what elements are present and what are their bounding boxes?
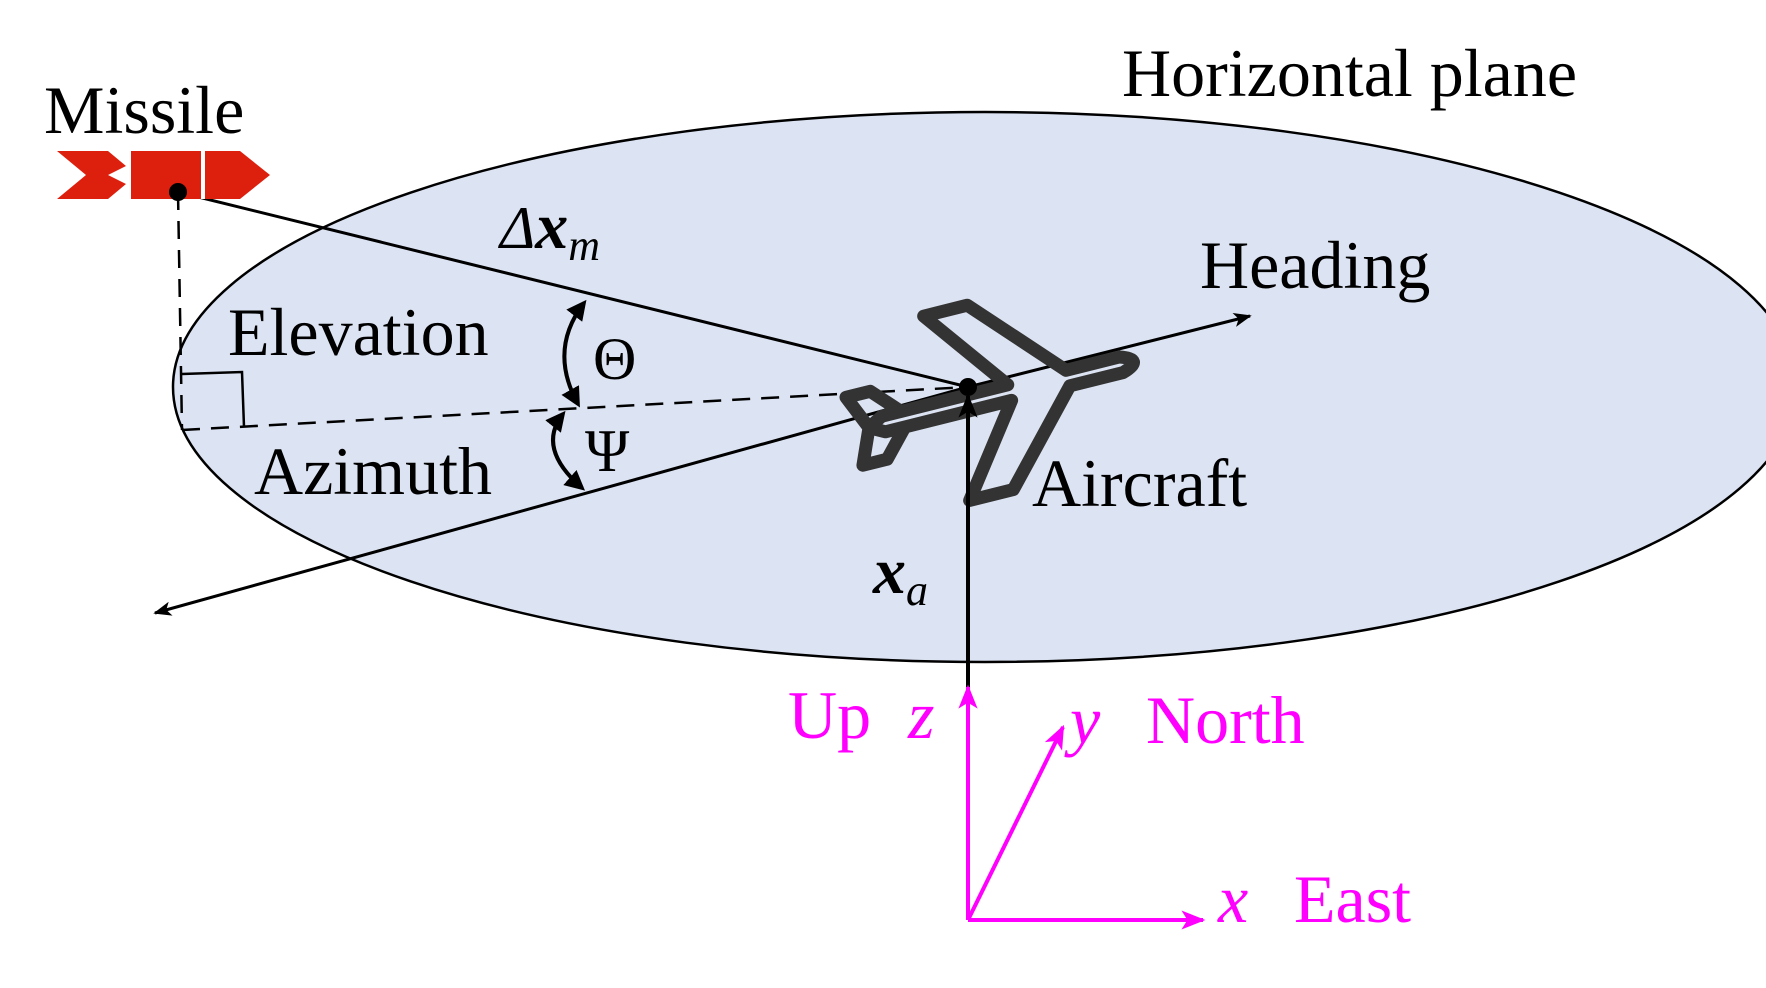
aircraft-label: Aircraft [1032,445,1247,521]
delta-x-m-label: Δxm [498,190,600,270]
aircraft-point [959,378,977,396]
right-angle-marker [181,370,246,428]
missile-label: Missile [44,72,244,148]
heading-axis-forward [967,312,1252,389]
azimuth-angle-arc [545,410,586,491]
missile-icon [57,151,270,199]
elevation-label: Elevation [228,294,489,370]
north-axis [966,724,1065,921]
horizontal-plane-label: Horizontal plane [1122,35,1577,111]
psi-symbol: Ψ [585,418,630,484]
horizontal-projection-line [181,385,969,432]
theta-symbol: Θ [593,326,636,392]
x-a-label: xa [872,535,928,615]
elevation-angle-arc [561,299,587,408]
x-axis-label: x [1217,861,1248,937]
azimuth-label: Azimuth [254,433,492,509]
airplane-icon [839,298,1140,507]
missile-point [169,183,187,201]
missile-vertical-projection [176,191,184,431]
z-axis-label: z [907,677,934,753]
heading-label: Heading [1200,227,1430,303]
up-label: Up [788,677,871,753]
heading-axis-backward [153,385,969,616]
north-label: North [1146,682,1305,758]
east-label: East [1294,861,1411,937]
y-axis-label: y [1064,682,1101,758]
line-of-sight [177,190,969,389]
